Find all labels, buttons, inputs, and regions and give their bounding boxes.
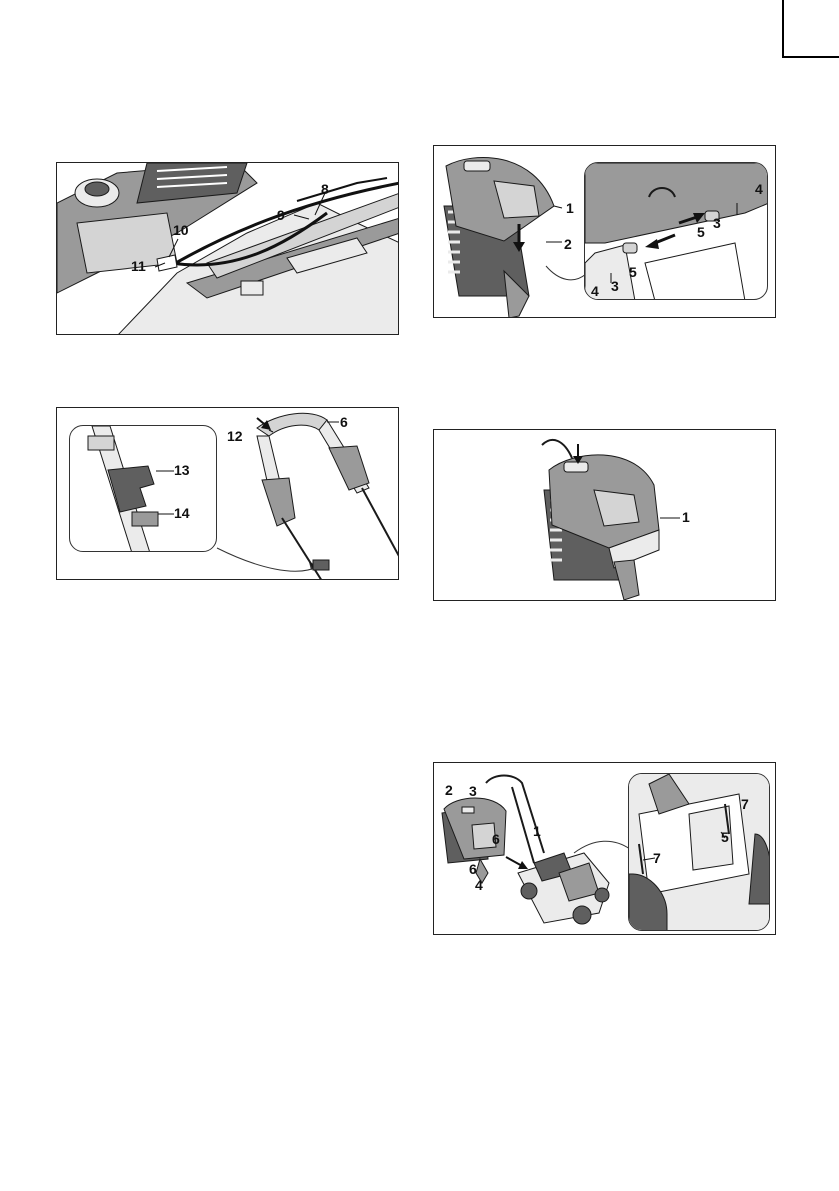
callout-6: 6 xyxy=(469,862,477,876)
callout-5: 5 xyxy=(721,830,729,844)
callout-9: 9 xyxy=(277,208,285,222)
crop-mark-horizontal xyxy=(782,56,839,58)
crop-mark-vertical xyxy=(782,0,784,58)
callout-3: 3 xyxy=(713,216,721,230)
figure-cable-routing: 8 9 10 11 xyxy=(56,162,399,335)
figure-catcher-hinge: 4 3 5 5 4 3 1 2 xyxy=(433,145,776,318)
callout-12: 12 xyxy=(227,429,243,443)
callout-4: 4 xyxy=(755,182,763,196)
figure-catcher-close: 1 xyxy=(433,429,776,601)
callout-1: 1 xyxy=(682,510,690,524)
callout-8: 8 xyxy=(321,182,329,196)
callout-11: 11 xyxy=(131,259,146,273)
callout-3: 3 xyxy=(611,279,619,293)
callout-7: 7 xyxy=(741,797,749,811)
callout-2: 2 xyxy=(445,783,453,797)
inset-catcher-mount: 7 5 7 xyxy=(628,773,770,931)
callout-7: 7 xyxy=(653,851,661,865)
callout-4: 4 xyxy=(591,284,599,298)
inset-hinge-detail: 4 3 5 5 4 3 xyxy=(584,162,768,300)
callout-5: 5 xyxy=(697,225,705,239)
callout-6: 6 xyxy=(492,832,500,846)
callout-3: 3 xyxy=(469,784,477,798)
figure-handle-clamp: 13 14 12 6 xyxy=(56,407,399,580)
callout-5: 5 xyxy=(629,265,637,279)
cable-routing-illustration xyxy=(57,163,399,335)
callout-1: 1 xyxy=(533,824,541,838)
callout-4: 4 xyxy=(475,878,483,892)
callout-10: 10 xyxy=(173,223,189,237)
callout-1: 1 xyxy=(566,201,574,215)
figure-catcher-attach: 7 5 7 2 3 1 6 6 4 xyxy=(433,762,776,935)
callout-6: 6 xyxy=(340,415,348,429)
callout-2: 2 xyxy=(564,237,572,251)
catcher-close-illustration xyxy=(434,430,776,601)
